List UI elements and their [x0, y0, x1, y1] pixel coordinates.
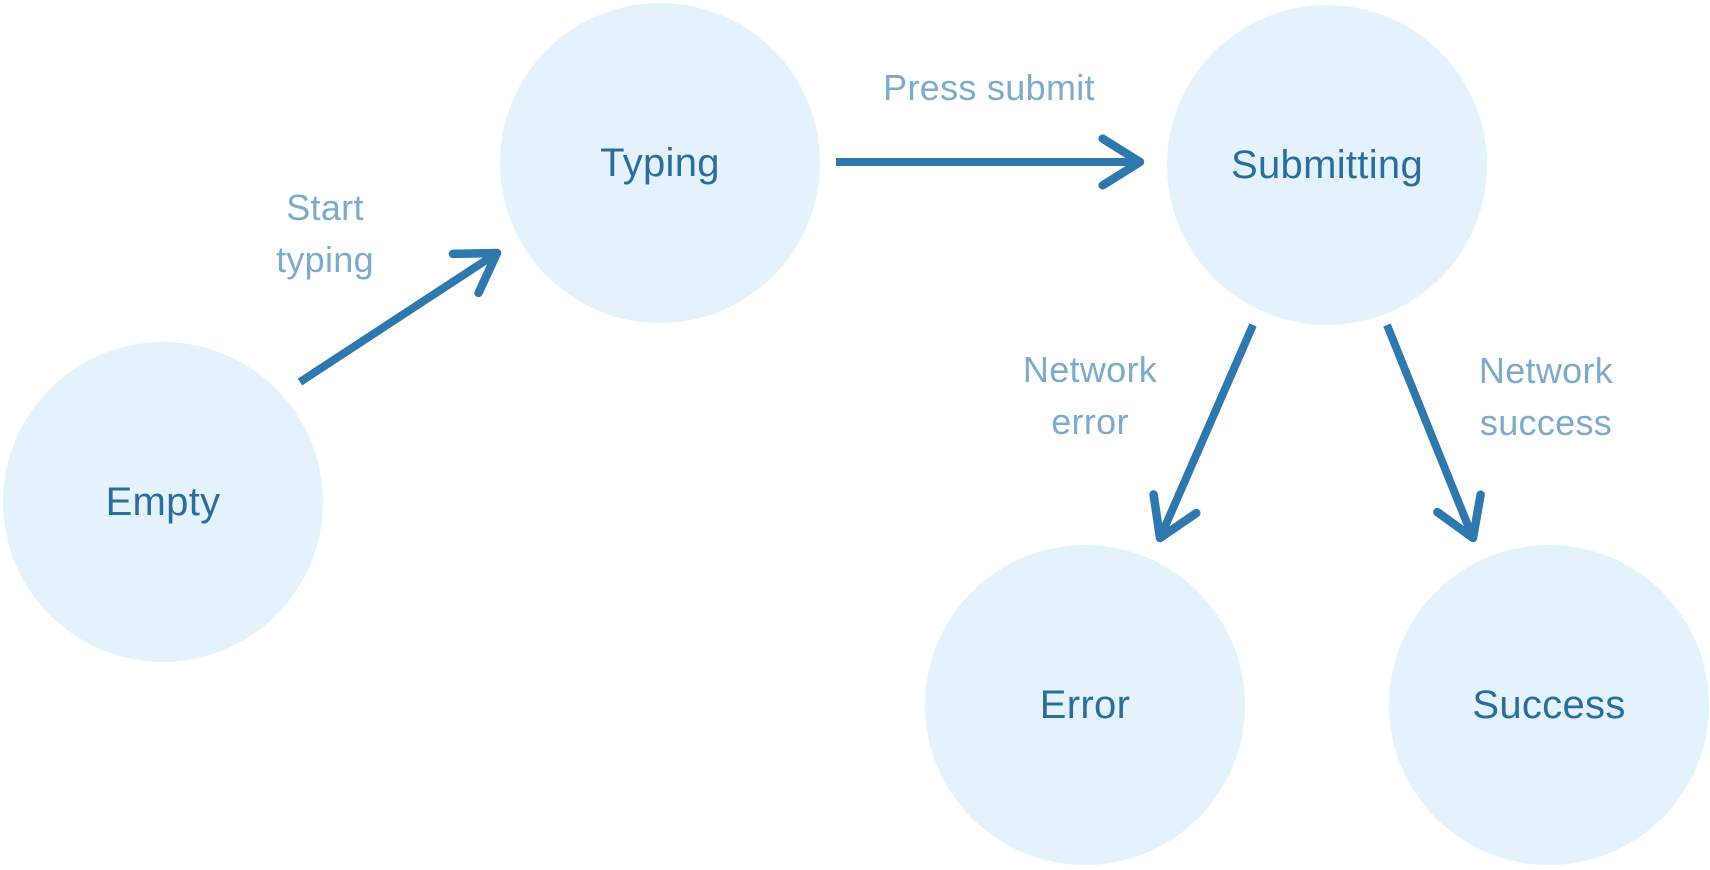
state-node-typing: Typing: [500, 3, 820, 323]
state-node-error: Error: [925, 545, 1245, 865]
state-label-error: Error: [1039, 682, 1131, 727]
edge-label-start-typing: Start typing: [276, 187, 374, 280]
edge-label-press-submit: Press submit: [883, 67, 1095, 108]
state-label-empty: Empty: [105, 479, 221, 524]
state-node-success: Success: [1389, 545, 1709, 865]
state-label-typing: Typing: [600, 140, 720, 185]
arrow-typing-to-submitting: [836, 134, 1145, 190]
state-node-empty: Empty: [3, 342, 323, 662]
edge-label-network-success: Network success: [1478, 350, 1614, 443]
state-node-submitting: Submitting: [1167, 5, 1487, 325]
edge-label-network-error: Network error: [1022, 349, 1158, 442]
state-label-submitting: Submitting: [1231, 142, 1423, 187]
state-label-success: Success: [1472, 682, 1626, 727]
